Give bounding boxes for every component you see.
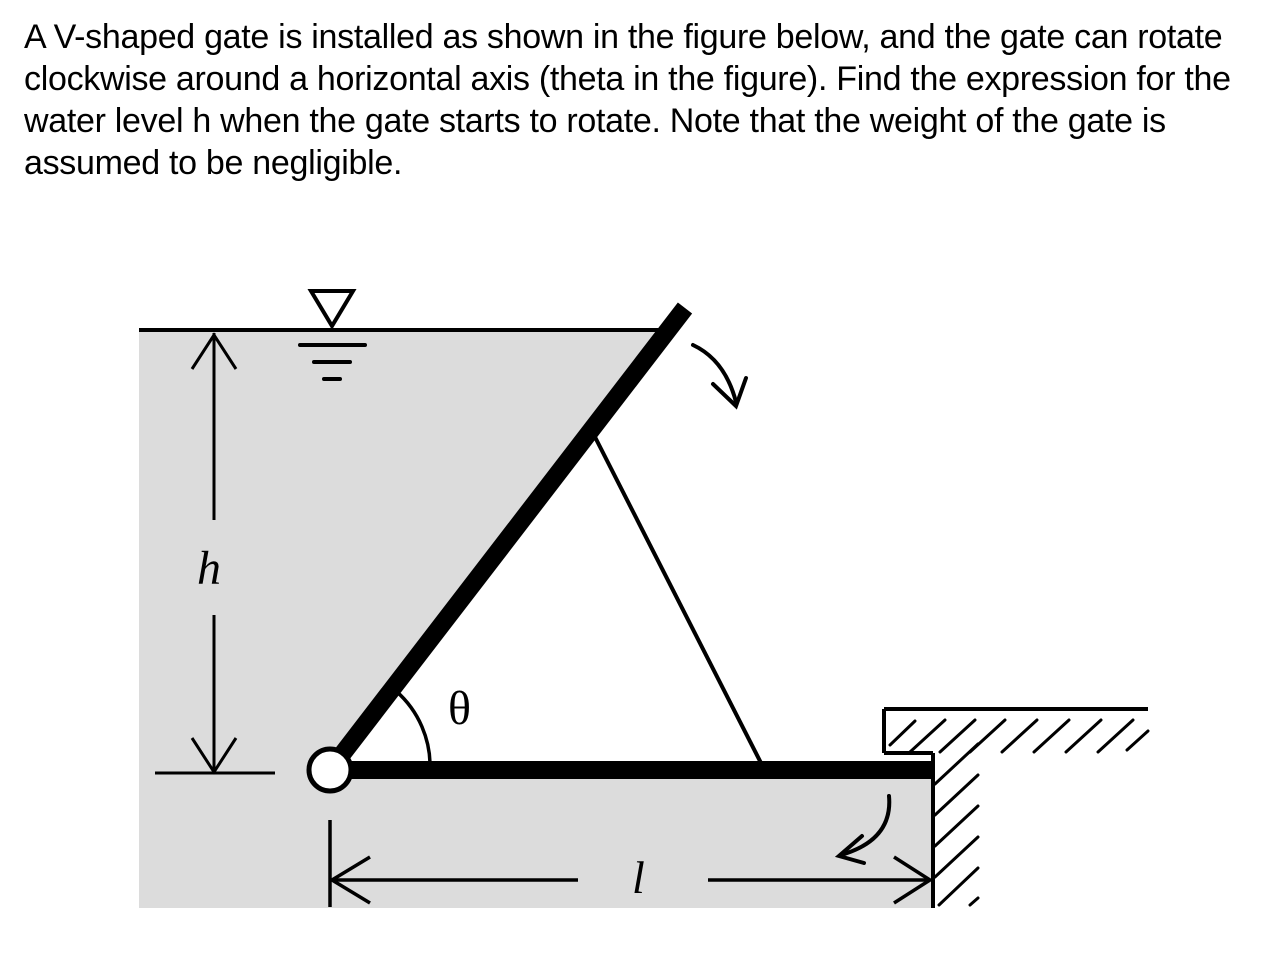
gate-interior: [335, 310, 933, 770]
wall-hatching: [888, 718, 1150, 907]
question-text: A V-shaped gate is installed as shown in…: [24, 18, 1231, 182]
height-label: h: [197, 542, 221, 595]
gate-strut: [593, 436, 764, 766]
height-dimension: [155, 332, 275, 775]
water-region: [139, 330, 933, 908]
fixed-wall: [882, 707, 1148, 908]
angle-arc: [394, 689, 432, 771]
length-dimension: [328, 820, 934, 907]
rotation-arrow-top-icon: [691, 343, 748, 410]
water-level-icon: [298, 289, 367, 381]
rotation-arrow-bottom-icon: [834, 794, 892, 865]
hinge-pivot-icon: [306, 746, 354, 794]
length-label: l: [632, 852, 645, 903]
angle-label: θ: [448, 682, 471, 735]
gate-inclined-arm: [322, 302, 693, 776]
